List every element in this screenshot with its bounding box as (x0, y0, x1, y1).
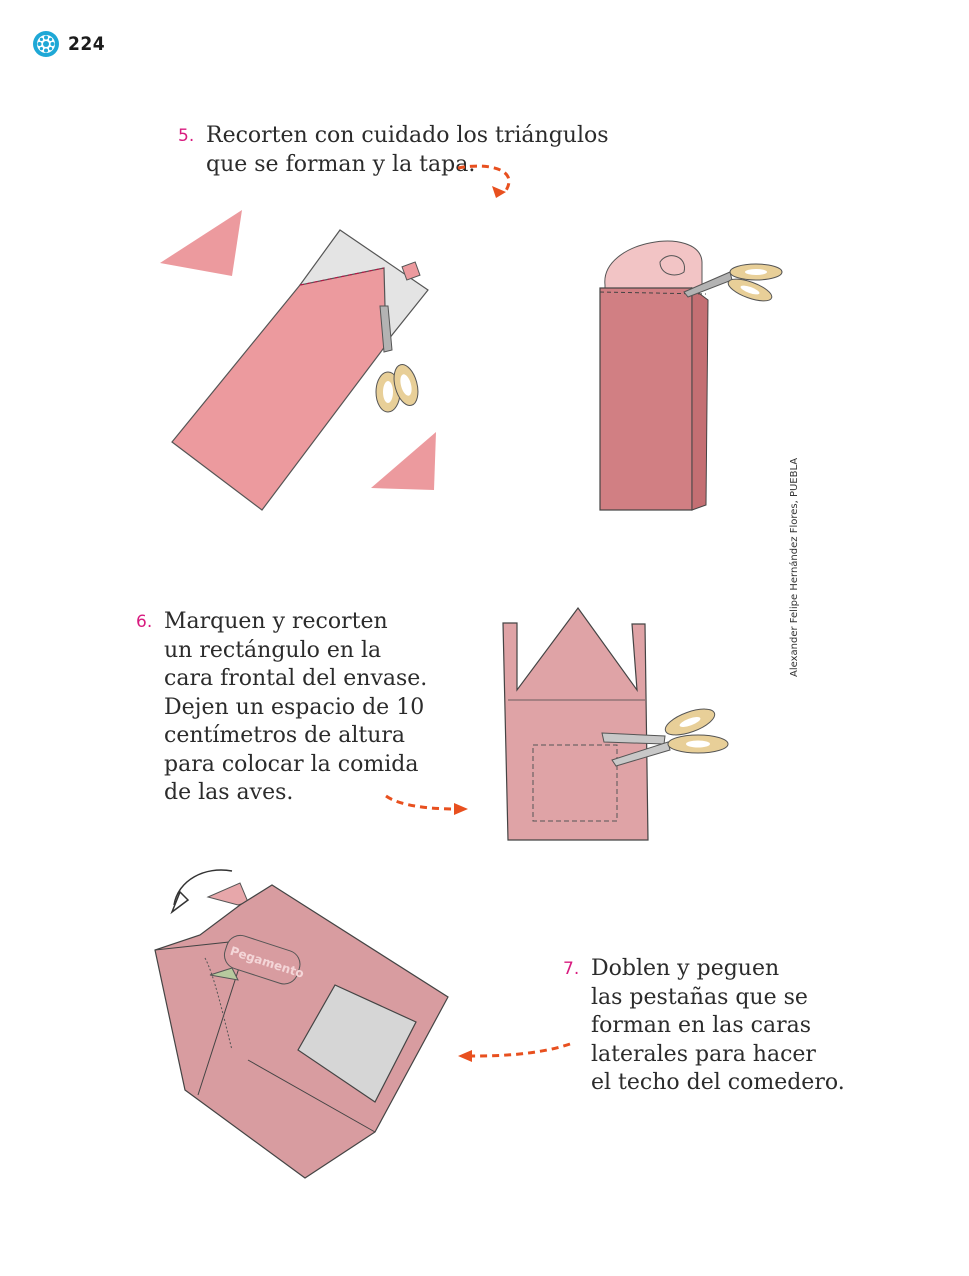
step-text-line: cara frontal del envase. (164, 666, 428, 691)
scissors-icon (375, 305, 419, 413)
step-text-line: Dejen un espacio de 10 (164, 694, 425, 720)
step-text-line: Doblen y peguen (591, 956, 780, 981)
step-5: 5. Recorten con cuidado los triángulos q… (178, 122, 609, 179)
step-text-line: Recorten con cuidado los triángulos (206, 123, 609, 148)
page-number: 224 (68, 33, 106, 55)
step-text-line: de las aves. (164, 780, 294, 805)
dashed-arrow-icon (385, 794, 457, 811)
arrow-head-icon (454, 803, 468, 815)
cut-triangle-top (160, 210, 242, 276)
step-text-line: Marquen y recorten (164, 609, 388, 634)
step-6: 6. Marquen y recorten un rectángulo en l… (136, 608, 428, 808)
carton-body (171, 267, 387, 511)
step-text-line: que se forman y la tapa. (206, 151, 476, 177)
dashed-arrow-icon (457, 164, 511, 193)
cut-triangle-bottom (371, 432, 436, 490)
step-number: 6. (136, 612, 153, 632)
carton-cut-illustration (160, 210, 436, 511)
step-text-line: centímetros de altura (164, 723, 406, 748)
carton-standing-illustration (599, 240, 783, 511)
step-number: 5. (178, 126, 195, 146)
page-marker: 224 (32, 30, 105, 58)
step-text-line: el techo del comedero. (591, 1070, 845, 1095)
step-text-line: para colocar la comida (164, 751, 419, 777)
arrow-head-icon (492, 186, 506, 198)
step-7: 7. Doblen y peguen las pestañas que se f… (563, 955, 845, 1098)
step-text-line: laterales para hacer (591, 1041, 816, 1067)
dashed-arrow-icon (471, 1042, 571, 1058)
carton-house-illustration (502, 606, 729, 841)
scissors-icon (683, 263, 783, 302)
compass-badge-icon (33, 31, 59, 57)
scissors-icon (601, 708, 729, 767)
arrow-head-icon (458, 1050, 472, 1062)
glue-tip (209, 967, 239, 981)
step-text-line: forman en las caras (591, 1013, 812, 1038)
carton-roof-illustration: Pegamento (154, 869, 449, 1179)
step-text-line: las pestañas que se (591, 984, 808, 1010)
step-text-line: un rectángulo en la (164, 637, 382, 663)
step-number: 7. (563, 959, 580, 979)
